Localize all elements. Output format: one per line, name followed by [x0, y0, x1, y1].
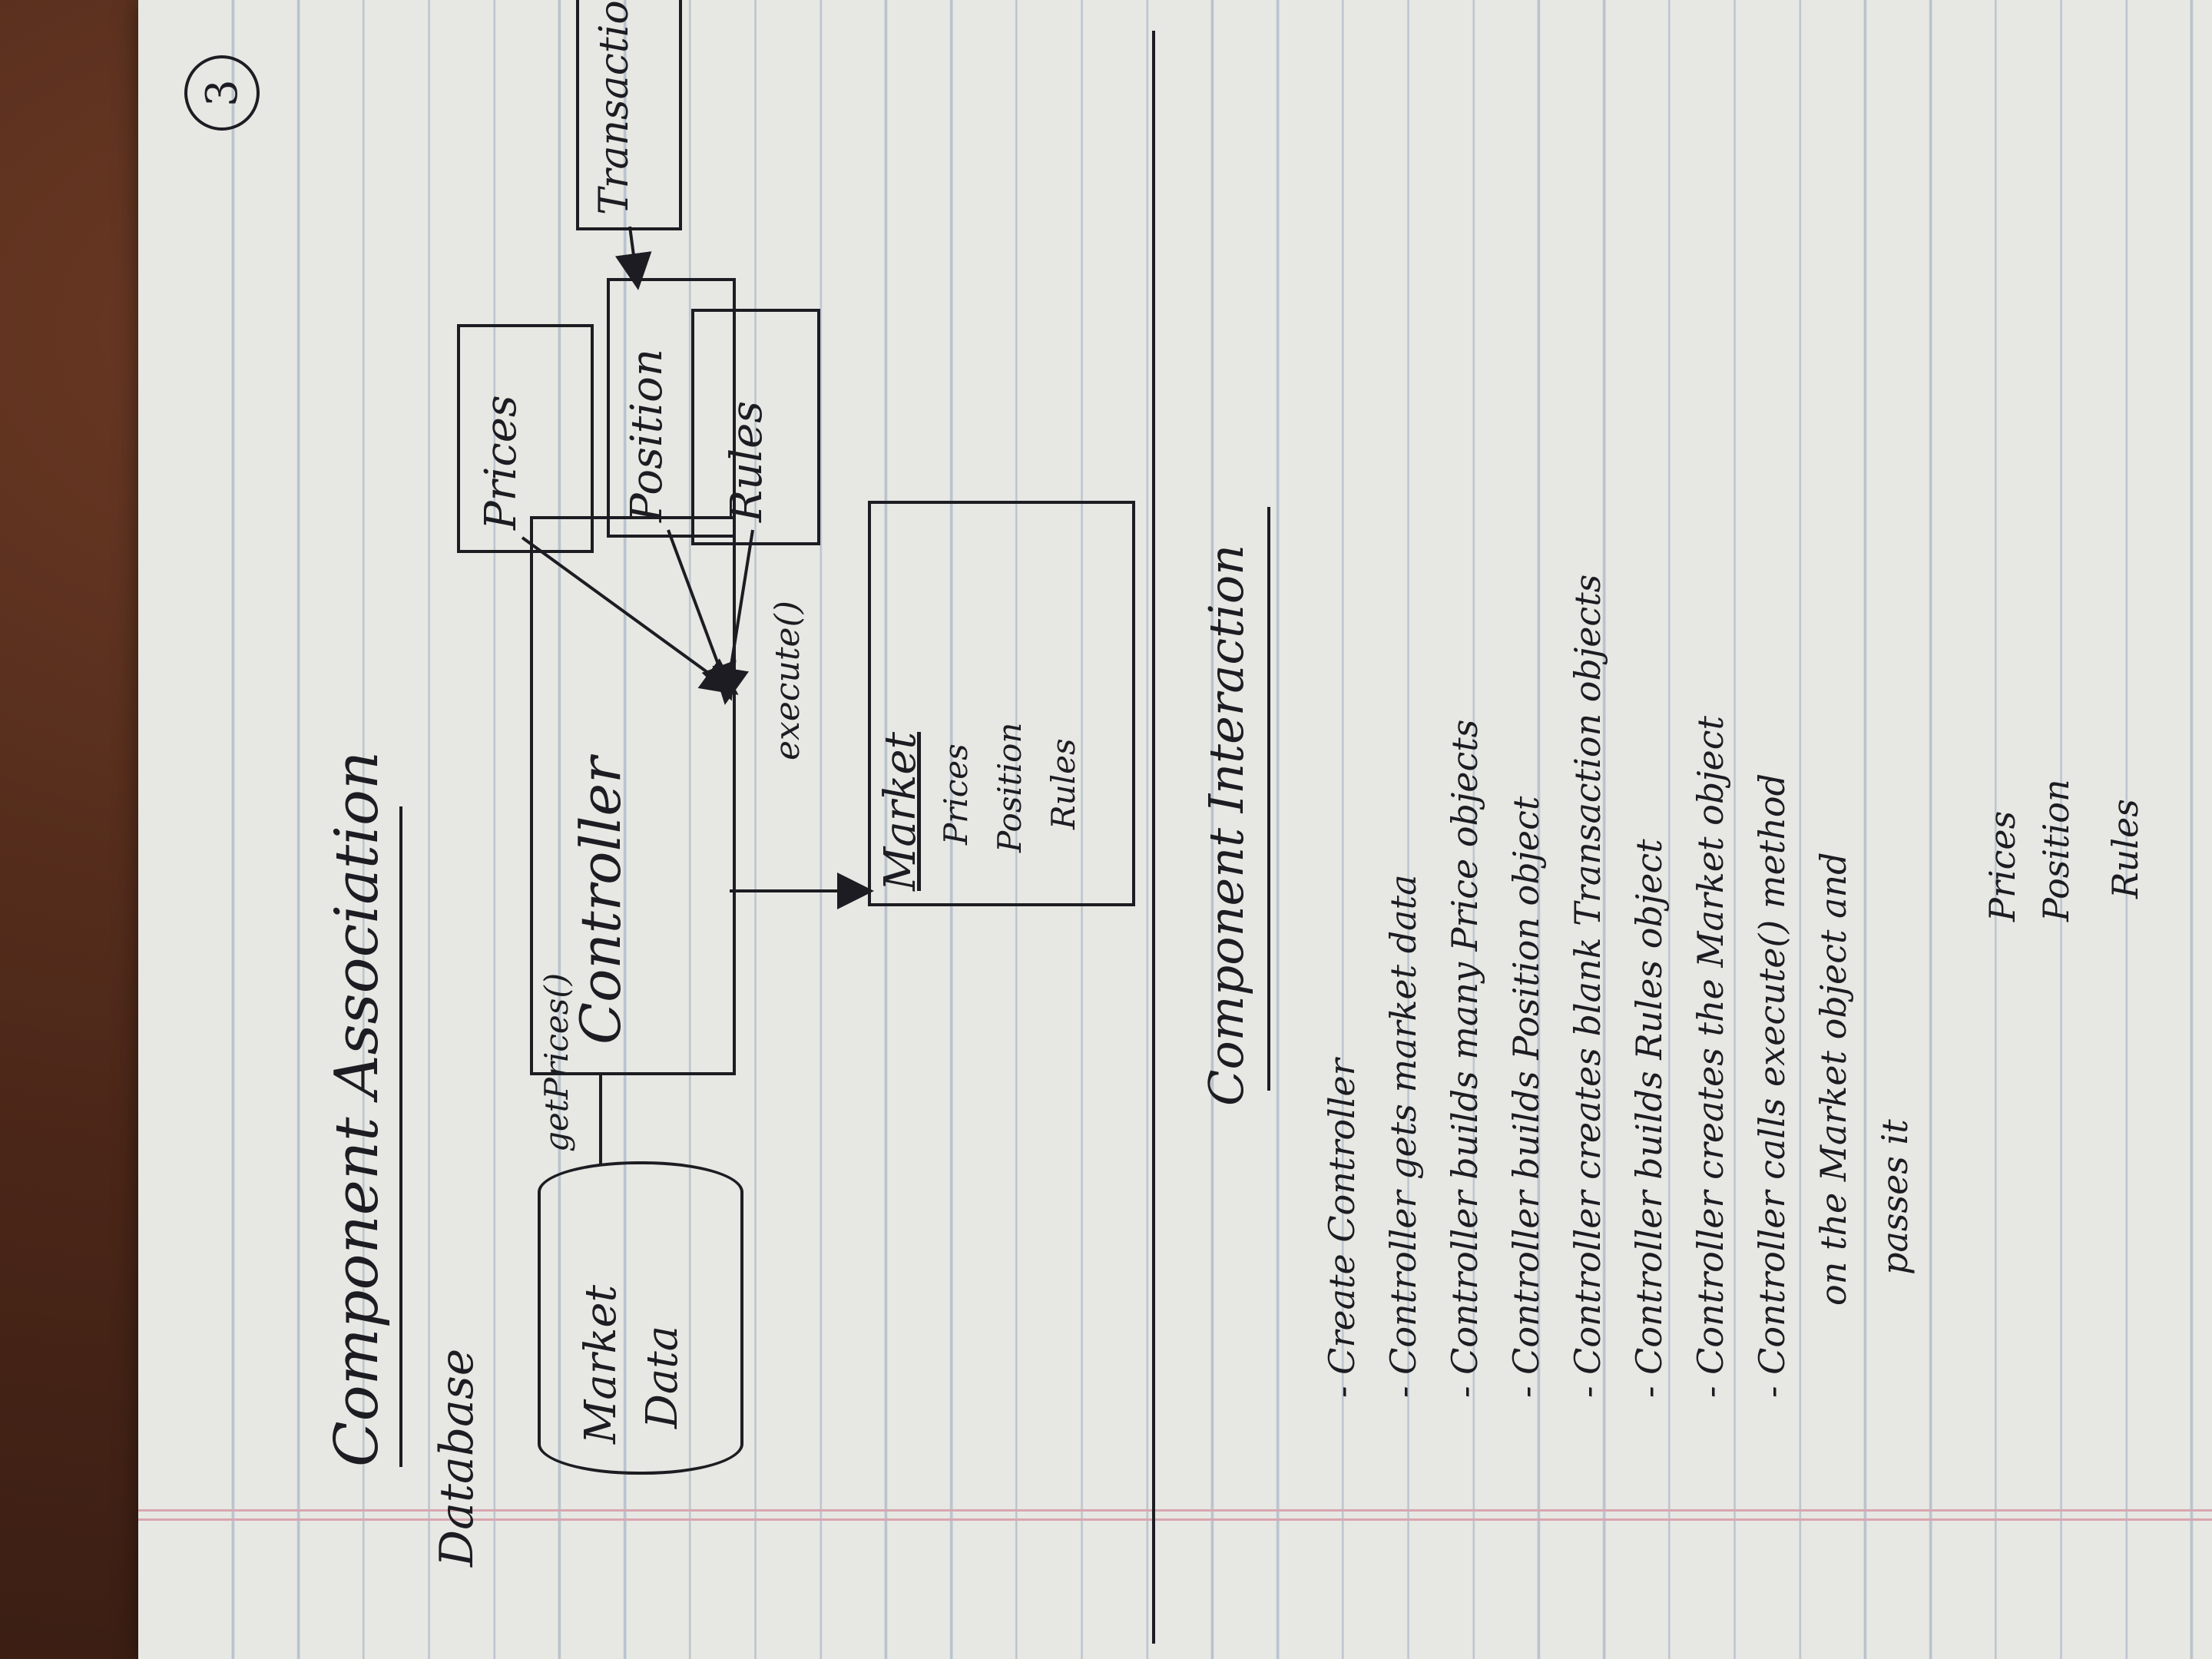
prices-label: Prices [476, 395, 526, 530]
controller-box [530, 516, 736, 1075]
step-item: passes it [1874, 1119, 1916, 1275]
page-number: 3 [184, 55, 260, 131]
database-label: Database [430, 1348, 484, 1567]
step-item: - Controller creates the Market object [1690, 716, 1731, 1398]
rules-label: Rules [722, 400, 772, 522]
market-line-position: Position [991, 722, 1028, 853]
title-underline [399, 806, 402, 1467]
step-item: - Create Controller [1321, 1058, 1363, 1398]
passed-item-rules: Rules [2104, 799, 2146, 899]
market-data-label-2: Data [637, 1325, 687, 1429]
step-item: - Controller gets market data [1382, 874, 1424, 1398]
step-item: - Controller builds many Price objects [1444, 719, 1485, 1398]
step-item: - Controller builds Rules object [1628, 839, 1670, 1398]
step-item: - Controller builds Position object [1505, 796, 1547, 1398]
position-label: Position [622, 349, 672, 522]
notebook-page: 3 Component Association Database Market … [138, 0, 2212, 1659]
get-prices-arrow [599, 1075, 602, 1166]
interaction-title: Component Interaction [1198, 544, 1254, 1106]
step-item: - Controller creates blank Transaction o… [1567, 574, 1608, 1398]
market-line-rules: Rules [1045, 738, 1082, 830]
title-underline [1267, 507, 1270, 1091]
market-data-label-1: Market [576, 1284, 626, 1444]
step-item: - Controller calls execute() method [1751, 773, 1793, 1398]
execute-label: execute() [768, 601, 807, 760]
section-divider [1152, 31, 1155, 1644]
controller-label: Controller [568, 757, 633, 1045]
transactions-label: Transactions [591, 0, 637, 215]
market-title: Market [876, 731, 926, 891]
passed-item-prices: Prices [1982, 810, 2023, 922]
passed-item-position: Position [2035, 779, 2077, 922]
step-item: on the Market object and [1813, 852, 1854, 1306]
market-line-prices: Prices [937, 743, 975, 845]
association-title: Component Association [323, 750, 392, 1467]
